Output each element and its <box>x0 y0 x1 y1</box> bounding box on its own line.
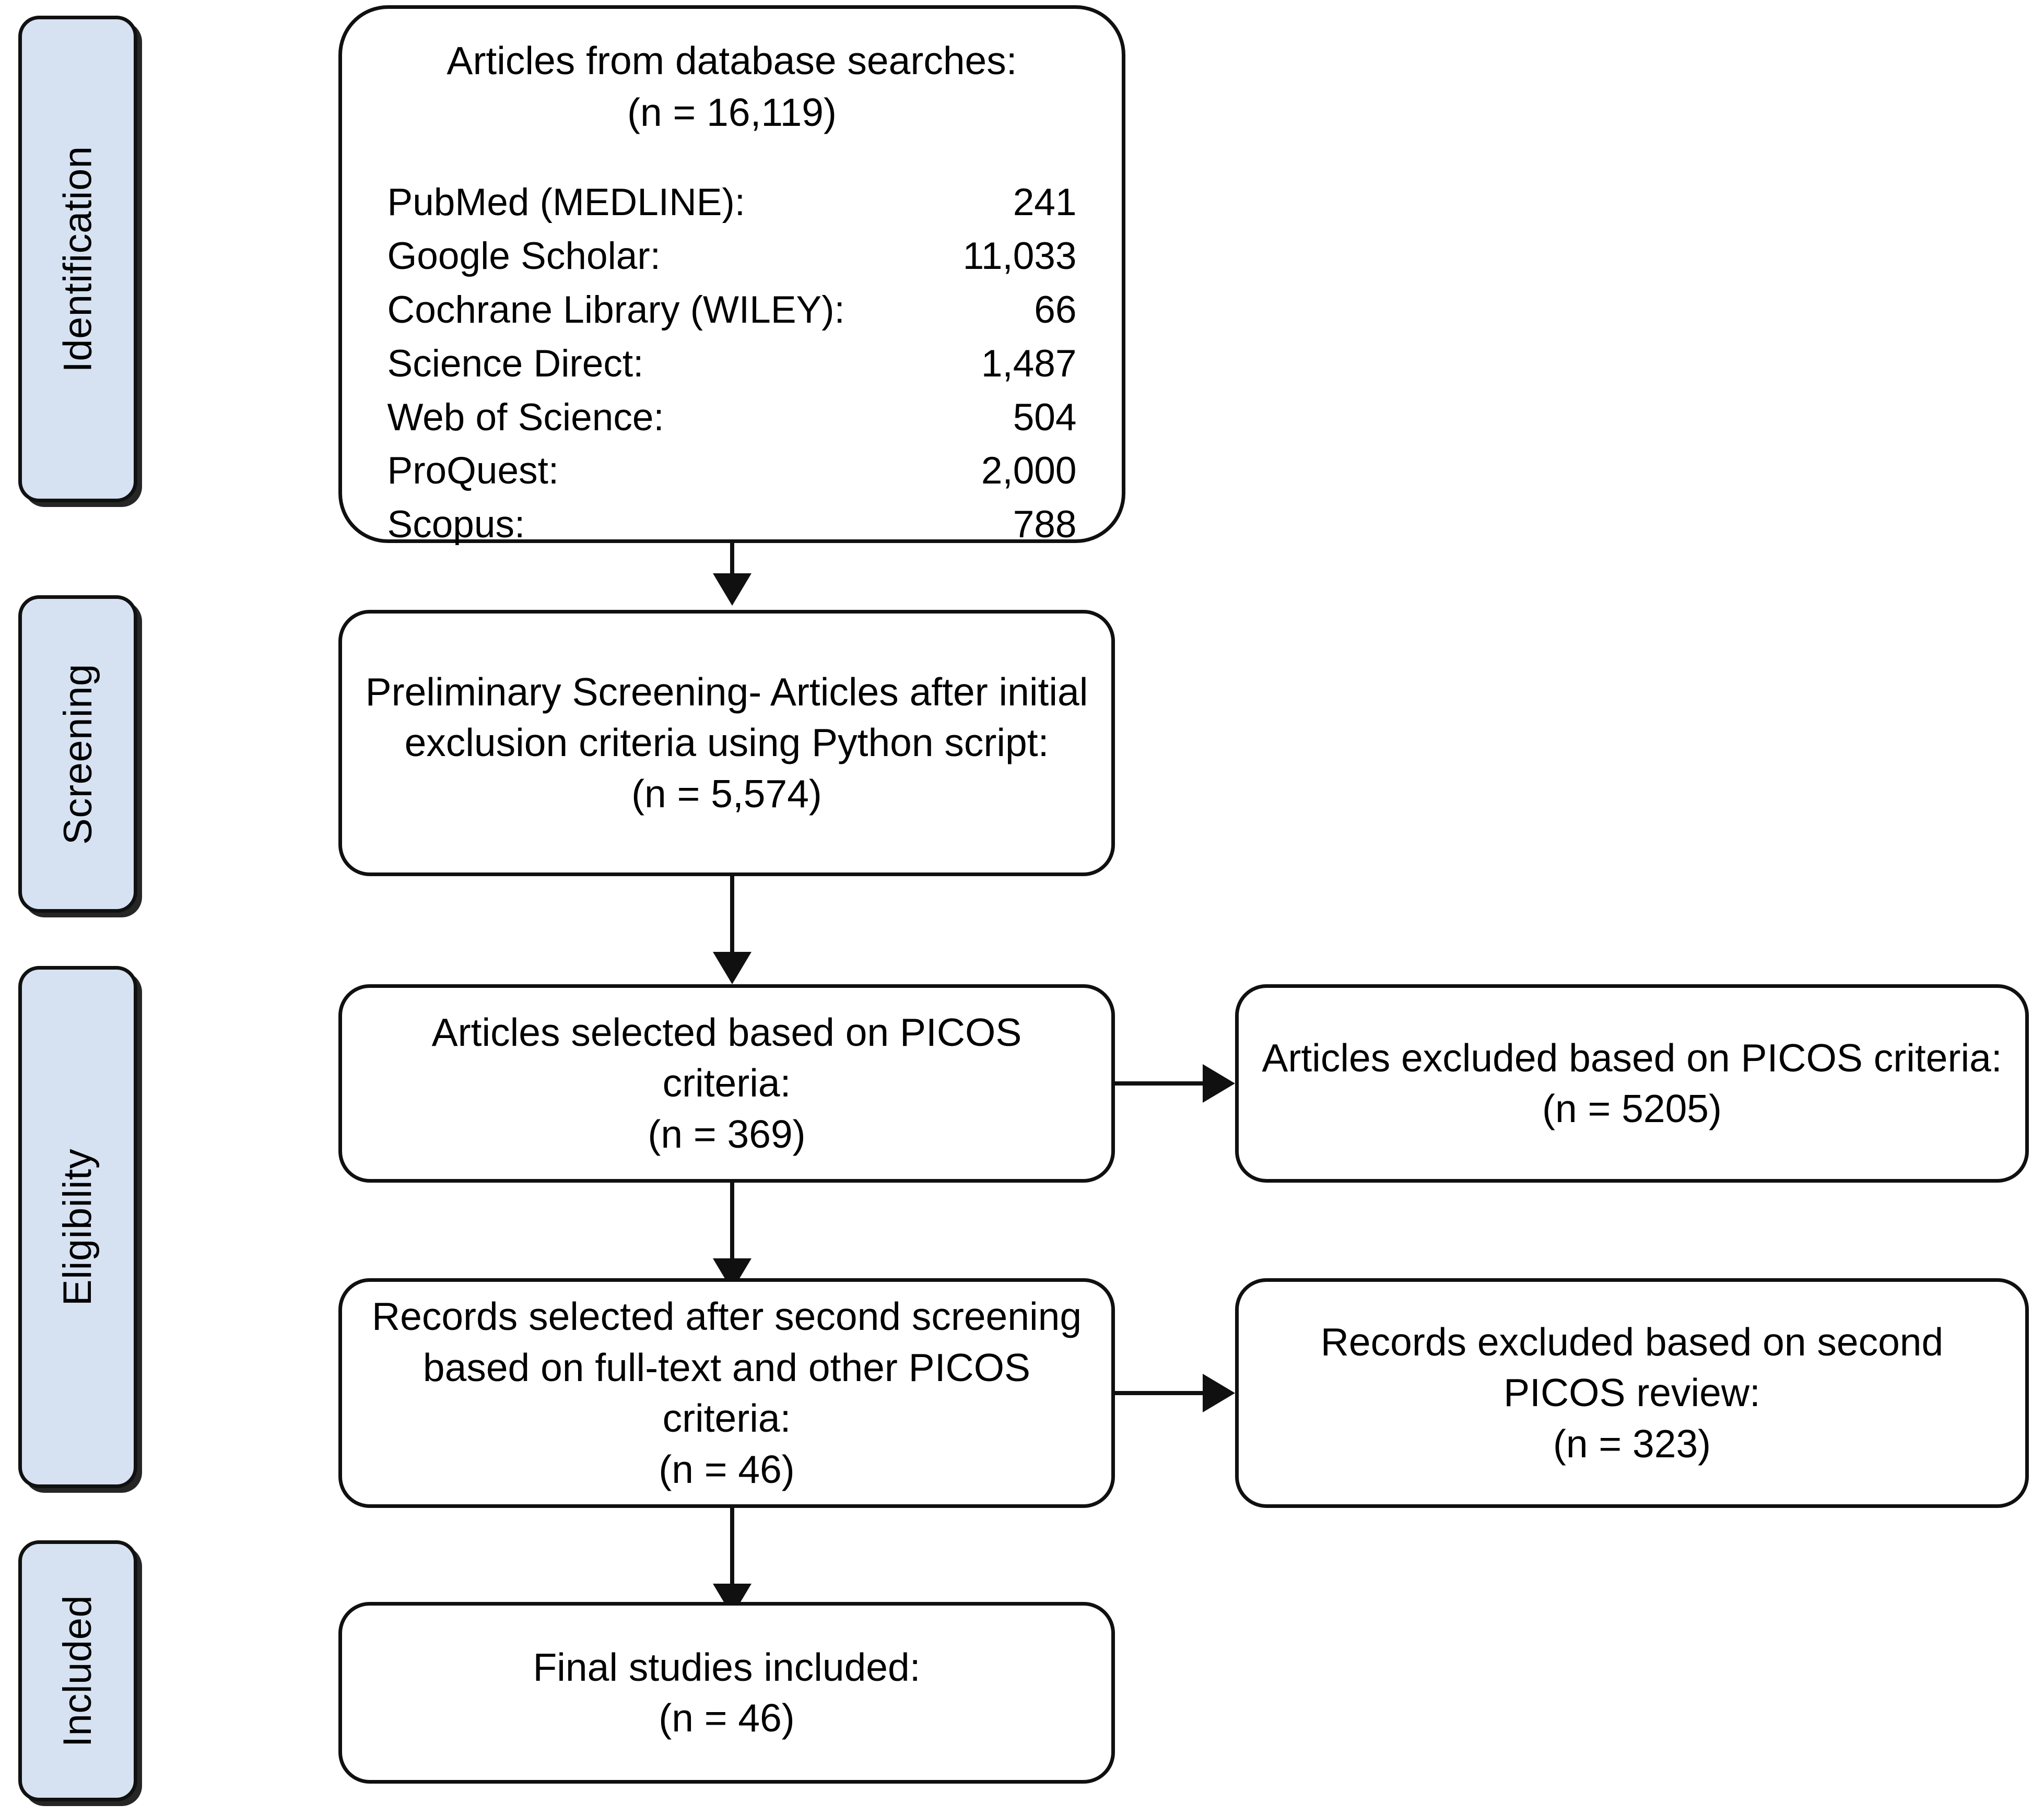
database-name: Cochrane Library (WILEY): <box>387 288 845 331</box>
final-included-text: Final studies included: (n = 46) <box>533 1642 920 1744</box>
stage-label-eligibility: Eligibility <box>55 1148 100 1306</box>
database-name: Web of Science: <box>387 396 664 439</box>
database-name: Google Scholar: <box>387 234 661 277</box>
node-picos-excluded: Articles excluded based on PICOS criteri… <box>1235 984 2029 1183</box>
picos-excluded-line1: Articles excluded based on PICOS criteri… <box>1262 1035 2002 1080</box>
database-count: 1,487 <box>981 342 1077 385</box>
preliminary-screening-line1: Preliminary Screening- Articles after in… <box>365 669 1088 714</box>
stage-label-screening: Screening <box>55 663 100 845</box>
node-final-included: Final studies included: (n = 46) <box>338 1602 1115 1784</box>
arrowhead-right-icon <box>1203 1374 1235 1412</box>
database-name: Scopus: <box>387 503 525 546</box>
second-screening-line1: Records selected after second screening <box>371 1294 1082 1338</box>
table-row: Google Scholar: 11,033 <box>387 230 1077 284</box>
picos-selected-line1: Articles selected based on PICOS criteri… <box>431 1010 1022 1105</box>
second-excluded-line2: PICOS review: <box>1503 1371 1760 1415</box>
identification-heading-line2: (n = 16,119) <box>627 90 837 134</box>
second-excluded-line1: Records excluded based on second <box>1320 1319 1944 1364</box>
database-counts-table: PubMed (MEDLINE): 241 Google Scholar: 11… <box>387 176 1077 552</box>
database-name: ProQuest: <box>387 450 559 492</box>
stage-chip-screening: Screening <box>18 595 137 913</box>
arrowhead-down-icon <box>713 952 751 984</box>
second-excluded-line3: (n = 323) <box>1553 1421 1711 1466</box>
table-row: Science Direct: 1,487 <box>387 337 1077 391</box>
preliminary-screening-line2: exclusion criteria using Python script: <box>404 721 1049 765</box>
identification-heading-line1: Articles from database searches: <box>447 39 1017 82</box>
table-row: Cochrane Library (WILEY): 66 <box>387 284 1077 337</box>
stage-label-identification: Identification <box>55 146 100 372</box>
stage-chip-included: Included <box>18 1540 137 1801</box>
node-second-picos-excluded: Records excluded based on second PICOS r… <box>1235 1278 2029 1508</box>
database-count: 241 <box>1013 181 1077 223</box>
table-row: Scopus: 788 <box>387 498 1077 552</box>
connector-picos-to-excluded <box>1115 1081 1209 1086</box>
database-count: 2,000 <box>981 450 1077 492</box>
table-row: ProQuest: 2,000 <box>387 444 1077 498</box>
identification-heading: Articles from database searches: (n = 16… <box>365 35 1099 138</box>
stage-label-included: Included <box>55 1595 100 1747</box>
node-preliminary-screening: Preliminary Screening- Articles after in… <box>338 610 1115 876</box>
database-count: 11,033 <box>962 234 1077 277</box>
preliminary-screening-line3: (n = 5,574) <box>631 771 822 816</box>
second-screening-line3: (n = 46) <box>659 1447 795 1491</box>
database-count: 504 <box>1013 396 1077 439</box>
connector-identification-to-screening <box>730 543 734 594</box>
database-count: 66 <box>1034 288 1077 331</box>
database-name: PubMed (MEDLINE): <box>387 181 746 223</box>
final-included-line1: Final studies included: <box>533 1645 921 1689</box>
connector-picos-to-second-screening <box>730 1183 734 1261</box>
picos-selected-line2: (n = 369) <box>648 1112 806 1156</box>
connector-second-screening-to-excluded <box>1115 1391 1209 1395</box>
final-included-line2: (n = 46) <box>659 1696 795 1740</box>
node-picos-selected: Articles selected based on PICOS criteri… <box>338 984 1115 1183</box>
stage-chip-eligibility: Eligibility <box>18 966 137 1488</box>
arrowhead-down-icon <box>713 573 751 606</box>
second-screening-text: Records selected after second screening … <box>365 1291 1088 1495</box>
database-count: 788 <box>1013 503 1077 546</box>
picos-excluded-line2: (n = 5205) <box>1542 1087 1722 1130</box>
connector-screening-to-picos <box>730 876 734 954</box>
table-row: PubMed (MEDLINE): 241 <box>387 176 1077 230</box>
second-excluded-text: Records excluded based on second PICOS r… <box>1321 1317 1943 1470</box>
stage-chip-identification: Identification <box>18 16 137 502</box>
connector-second-screening-to-included <box>730 1508 734 1586</box>
picos-selected-text: Articles selected based on PICOS criteri… <box>365 1007 1088 1160</box>
table-row: Web of Science: 504 <box>387 391 1077 445</box>
node-second-screening-selected: Records selected after second screening … <box>338 1278 1115 1508</box>
second-screening-line2: based on full-text and other PICOS crite… <box>422 1345 1031 1441</box>
node-identification: Articles from database searches: (n = 16… <box>338 5 1125 546</box>
database-name: Science Direct: <box>387 342 644 385</box>
preliminary-screening-text: Preliminary Screening- Articles after in… <box>366 667 1088 820</box>
arrowhead-right-icon <box>1203 1064 1235 1103</box>
picos-excluded-text: Articles excluded based on PICOS criteri… <box>1262 1033 2002 1135</box>
